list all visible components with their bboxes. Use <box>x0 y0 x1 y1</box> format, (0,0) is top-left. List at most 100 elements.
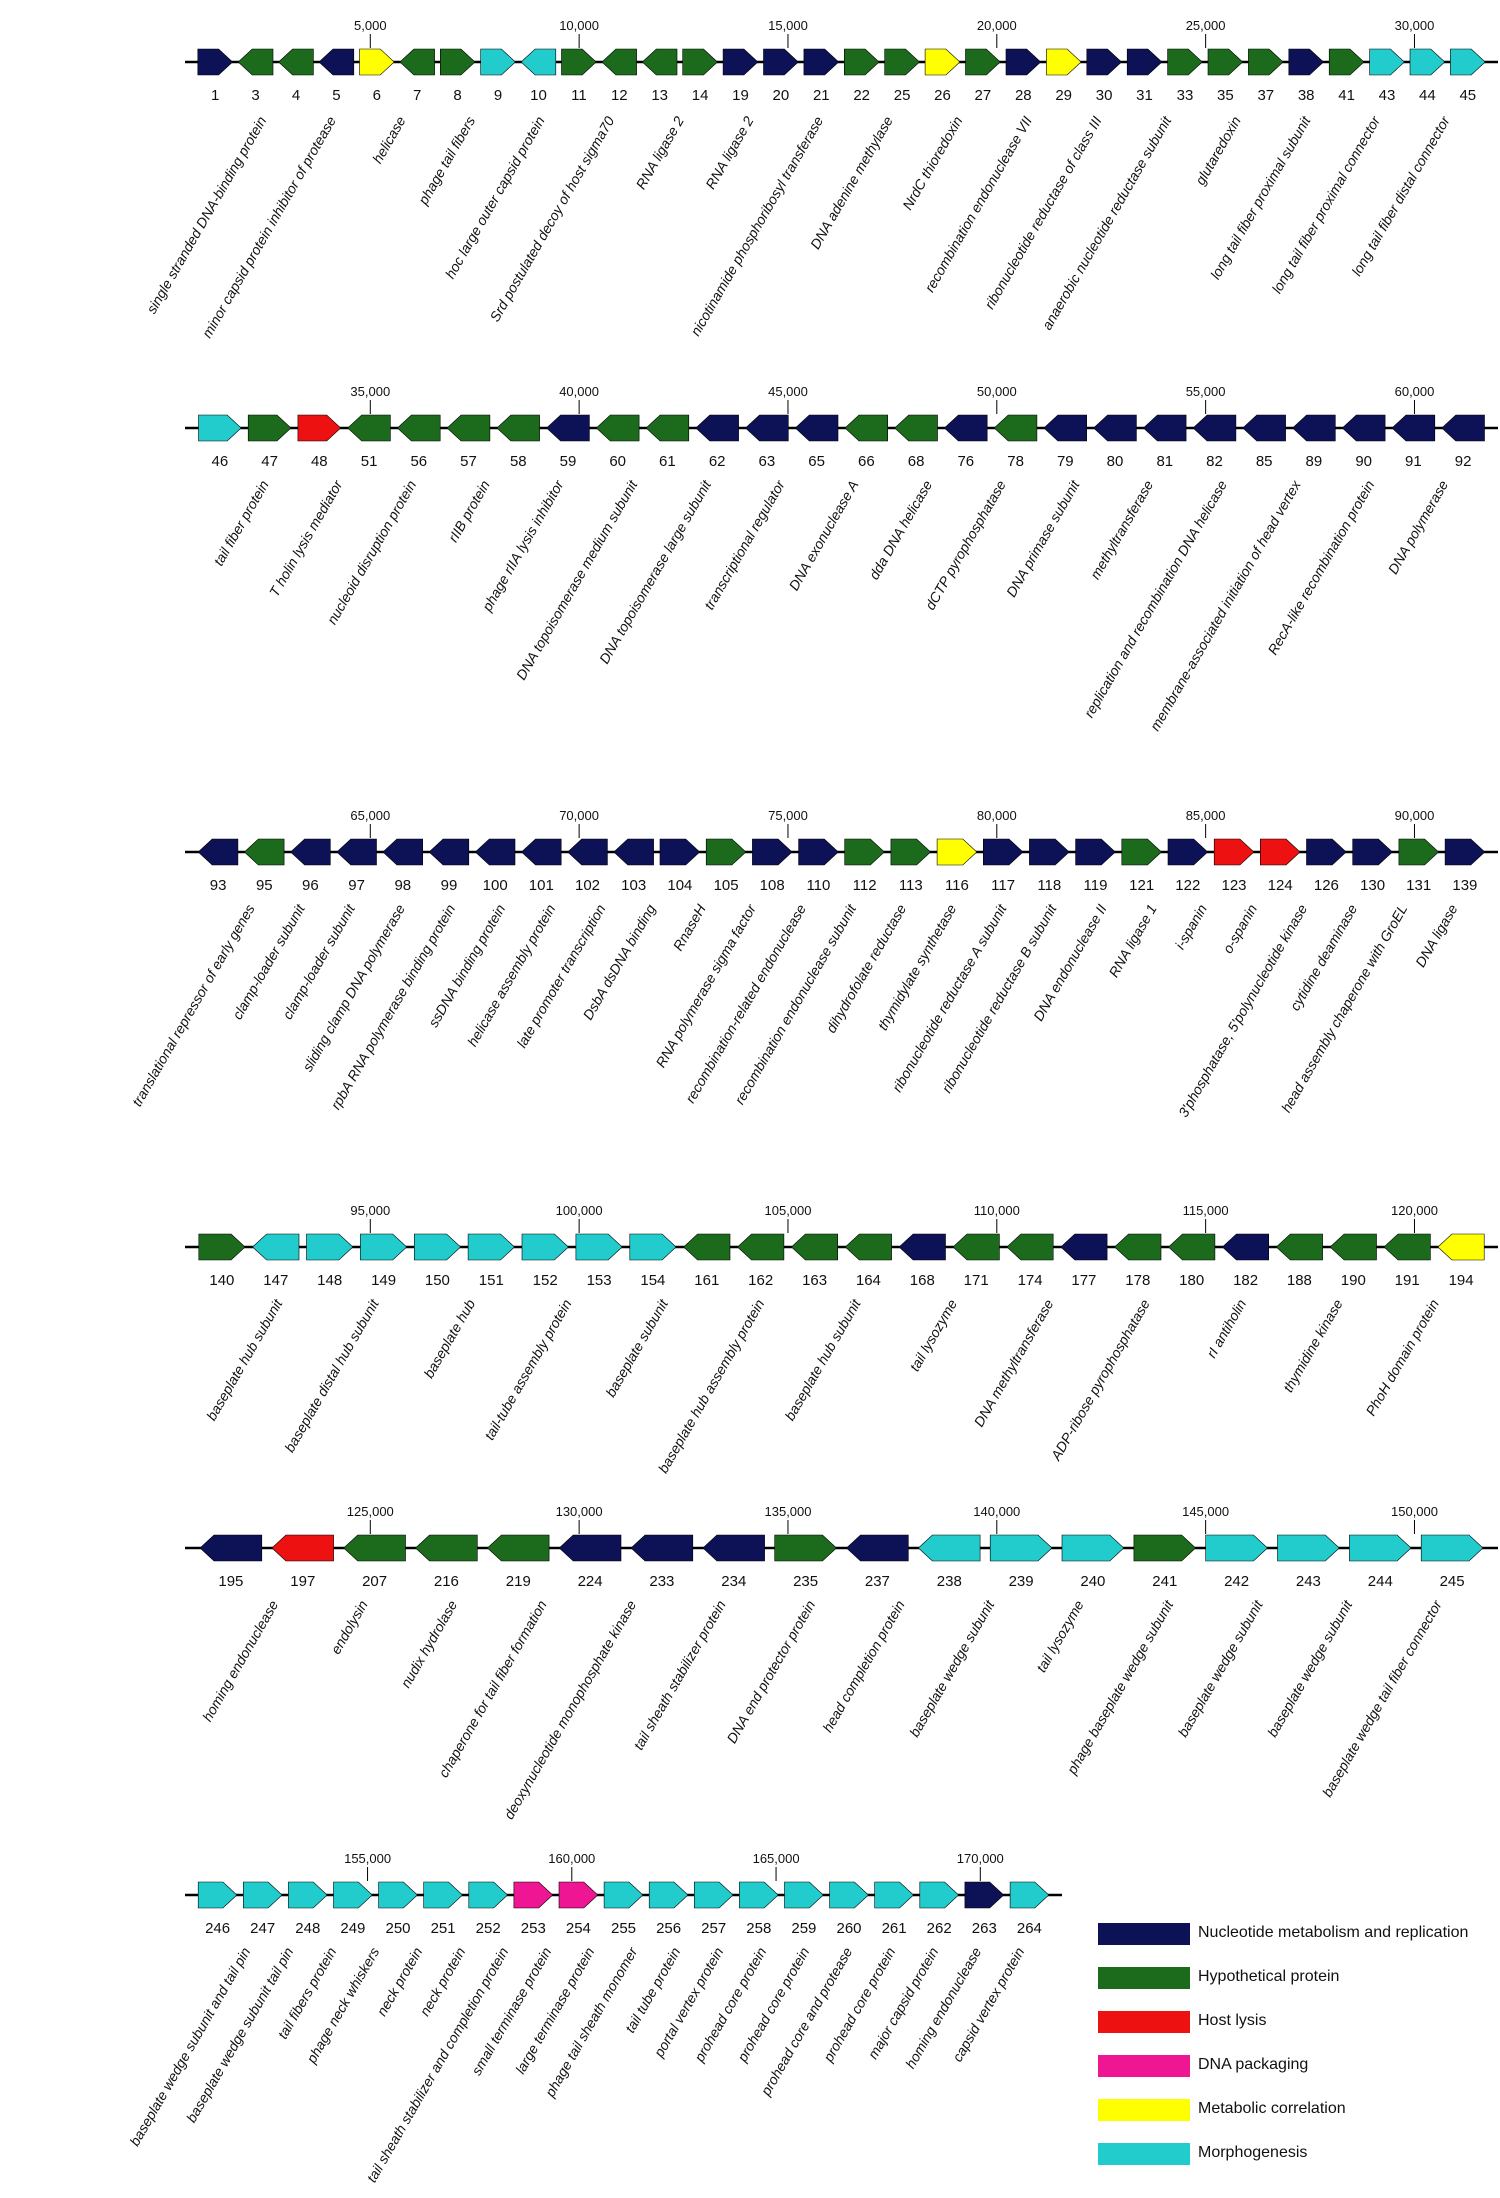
gene-number-191: 191 <box>1395 1272 1420 1289</box>
gene-product-label: rIIB protein <box>445 477 493 544</box>
gene-number-251: 251 <box>431 1920 456 1937</box>
gene-number-162: 162 <box>748 1272 773 1289</box>
gene-number-108: 108 <box>760 877 785 894</box>
gene-number-5: 5 <box>332 87 340 104</box>
gene-number-92: 92 <box>1455 453 1472 470</box>
gene-product-label: T holin lysis mediator <box>266 476 346 599</box>
gene-number-48: 48 <box>311 453 328 470</box>
gene-product-label: DNA methyltransferase <box>971 1296 1057 1429</box>
gene-arrow-105 <box>705 838 747 866</box>
gene-number-140: 140 <box>209 1272 234 1289</box>
gene-number-96: 96 <box>302 877 319 894</box>
gene-product-label: baseplate wedge subunit <box>1174 1597 1266 1740</box>
position-tick-label: 105,000 <box>765 1203 812 1218</box>
gene-number-235: 235 <box>793 1573 818 1590</box>
gene-arrow-108 <box>752 838 793 866</box>
gene-arrow-219 <box>486 1534 550 1562</box>
gene-number-254: 254 <box>566 1920 591 1937</box>
gene-arrow-250 <box>378 1881 418 1909</box>
gene-number-59: 59 <box>560 453 577 470</box>
gene-number-256: 256 <box>656 1920 681 1937</box>
position-tick-label: 110,000 <box>974 1203 1020 1218</box>
position-tick-label: 5,000 <box>354 18 387 33</box>
gene-arrow-80 <box>1093 414 1137 442</box>
gene-number-153: 153 <box>587 1272 612 1289</box>
gene-number-180: 180 <box>1179 1272 1204 1289</box>
gene-number-57: 57 <box>460 453 477 470</box>
gene-number-163: 163 <box>802 1272 827 1289</box>
gene-arrow-61 <box>645 414 690 442</box>
position-tick-label: 155,000 <box>344 1851 391 1866</box>
gene-arrow-92 <box>1441 414 1485 442</box>
gene-arrow-117 <box>982 838 1024 866</box>
gene-arrow-207 <box>343 1534 406 1562</box>
gene-arrow-27 <box>965 48 1001 76</box>
gene-number-45: 45 <box>1459 87 1476 104</box>
gene-arrow-25 <box>884 48 920 76</box>
gene-number-243: 243 <box>1296 1573 1321 1590</box>
gene-product-label: nucleoid disruption protein <box>324 477 420 627</box>
gene-number-98: 98 <box>394 877 411 894</box>
gene-number-89: 89 <box>1306 453 1323 470</box>
gene-product-label: tail lysozyme <box>1033 1597 1087 1675</box>
gene-number-182: 182 <box>1233 1272 1258 1289</box>
gene-product-label: baseplate wedge subunit <box>906 1597 998 1740</box>
gene-arrow-151 <box>467 1233 515 1261</box>
legend-label: Hypothetical protein <box>1198 1968 1340 1985</box>
gene-number-250: 250 <box>385 1920 410 1937</box>
gene-number-152: 152 <box>533 1272 558 1289</box>
gene-number-46: 46 <box>212 453 229 470</box>
gene-number-4: 4 <box>292 87 300 104</box>
gene-arrow-100 <box>474 838 516 866</box>
gene-product-label: large terminase protein <box>512 1944 598 2076</box>
gene-product-label: anaerobic nucleotide reductase subunit <box>1039 113 1175 333</box>
position-tick-label: 150,000 <box>1391 1504 1438 1519</box>
gene-number-110: 110 <box>806 877 830 894</box>
gene-arrow-35 <box>1207 48 1244 76</box>
gene-number-121: 121 <box>1129 877 1154 894</box>
gene-number-216: 216 <box>434 1573 459 1590</box>
legend-swatch <box>1098 2011 1190 2033</box>
gene-product-label: thymidine kinase <box>1280 1296 1346 1394</box>
position-tick-label: 10,000 <box>559 18 599 33</box>
legend-item-P: DNA packaging <box>1098 2051 1498 2081</box>
gene-arrow-256 <box>648 1881 689 1909</box>
legend-item-G: Morphogenesis <box>1098 2139 1498 2169</box>
gene-arrow-263 <box>964 1881 1005 1909</box>
gene-arrow-66 <box>844 414 889 442</box>
gene-number-30: 30 <box>1096 87 1113 104</box>
position-tick-label: 35,000 <box>350 384 390 399</box>
gene-arrow-98 <box>382 838 424 866</box>
gene-number-259: 259 <box>791 1920 816 1937</box>
gene-arrow-22 <box>843 48 880 76</box>
gene-number-190: 190 <box>1341 1272 1366 1289</box>
gene-number-258: 258 <box>746 1920 771 1937</box>
gene-arrow-28 <box>1005 48 1042 76</box>
gene-arrow-161 <box>683 1233 731 1261</box>
gene-product-label: membrane-associated initiation of head v… <box>1147 477 1305 734</box>
gene-product-label: DNA adenine methylase <box>807 113 896 251</box>
gene-arrow-45 <box>1450 48 1486 76</box>
gene-product-label: phage baseplate wedge subunit <box>1063 1597 1177 1778</box>
gene-number-28: 28 <box>1015 87 1032 104</box>
gene-product-label: DNA polymerase <box>1385 477 1452 576</box>
gene-product-label: late promoter transcription <box>513 901 608 1050</box>
gene-number-263: 263 <box>972 1920 997 1937</box>
gene-arrow-31 <box>1126 48 1163 76</box>
gene-arrow-65 <box>794 414 839 442</box>
gene-arrow-76 <box>943 414 988 442</box>
gene-product-label: baseplate subunit <box>602 1296 671 1400</box>
gene-number-9: 9 <box>494 87 502 104</box>
position-tick-label: 20,000 <box>977 18 1017 33</box>
gene-number-126: 126 <box>1314 877 1339 894</box>
gene-number-44: 44 <box>1419 87 1436 104</box>
gene-number-241: 241 <box>1152 1573 1177 1590</box>
gene-arrow-99 <box>428 838 470 866</box>
gene-number-63: 63 <box>759 453 776 470</box>
gene-arrow-126 <box>1306 838 1347 866</box>
gene-product-label: DNA primase subunit <box>1003 477 1083 600</box>
gene-number-8: 8 <box>453 87 461 104</box>
gene-arrow-130 <box>1352 838 1393 866</box>
gene-arrow-46 <box>198 414 242 442</box>
gene-number-112: 112 <box>853 877 877 894</box>
